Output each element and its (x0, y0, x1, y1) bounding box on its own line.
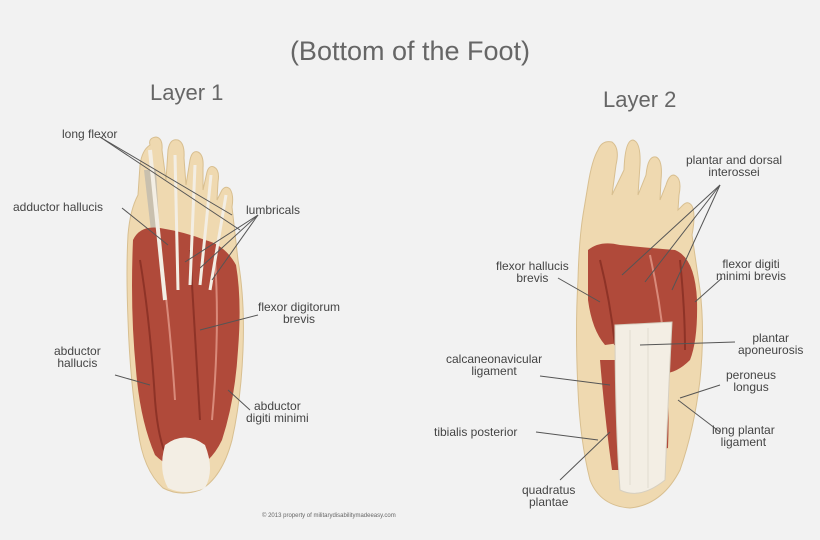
label-abductor-digiti-minimi: abductor digiti minimi (246, 399, 309, 425)
layer1-title: Layer 1 (150, 80, 224, 105)
label-long-flexor: long flexor (62, 127, 118, 141)
label-long-plantar-ligament: long plantar ligament (712, 423, 775, 449)
label-plantar-aponeurosis: plantar aponeurosis (738, 331, 804, 357)
page-title: (Bottom of the Foot) (289, 36, 531, 66)
label-flexor-digiti-minimi-brevis: flexor digiti minimi brevis (716, 257, 787, 283)
layer2-foot (576, 139, 703, 509)
copyright-notice: © 2013 property of militarydisabilitymad… (262, 513, 396, 519)
label-abductor-hallucis: abductor hallucis (54, 344, 101, 370)
label-flexor-hallucis-brevis: flexor hallucis brevis (496, 259, 569, 285)
layer2-title: Layer 2 (603, 87, 677, 112)
label-flexor-digitorum-brevis: flexor digitorum brevis (258, 300, 341, 326)
label-plantar-dorsal-interossei: plantar and dorsal interossei (686, 153, 783, 179)
label-adductor-hallucis: adductor hallucis (13, 200, 104, 214)
label-peroneus-longus: peroneus longus (726, 368, 777, 394)
label-tibialis-posterior: tibialis posterior (434, 425, 518, 439)
layer1-foot (126, 136, 244, 494)
leader-lines (99, 136, 736, 481)
label-quadratus-plantae: quadratus plantae (522, 483, 576, 509)
label-lumbricals: lumbricals (246, 203, 301, 217)
label-calcaneonavicular-ligament: calcaneonavicular ligament (446, 352, 543, 378)
